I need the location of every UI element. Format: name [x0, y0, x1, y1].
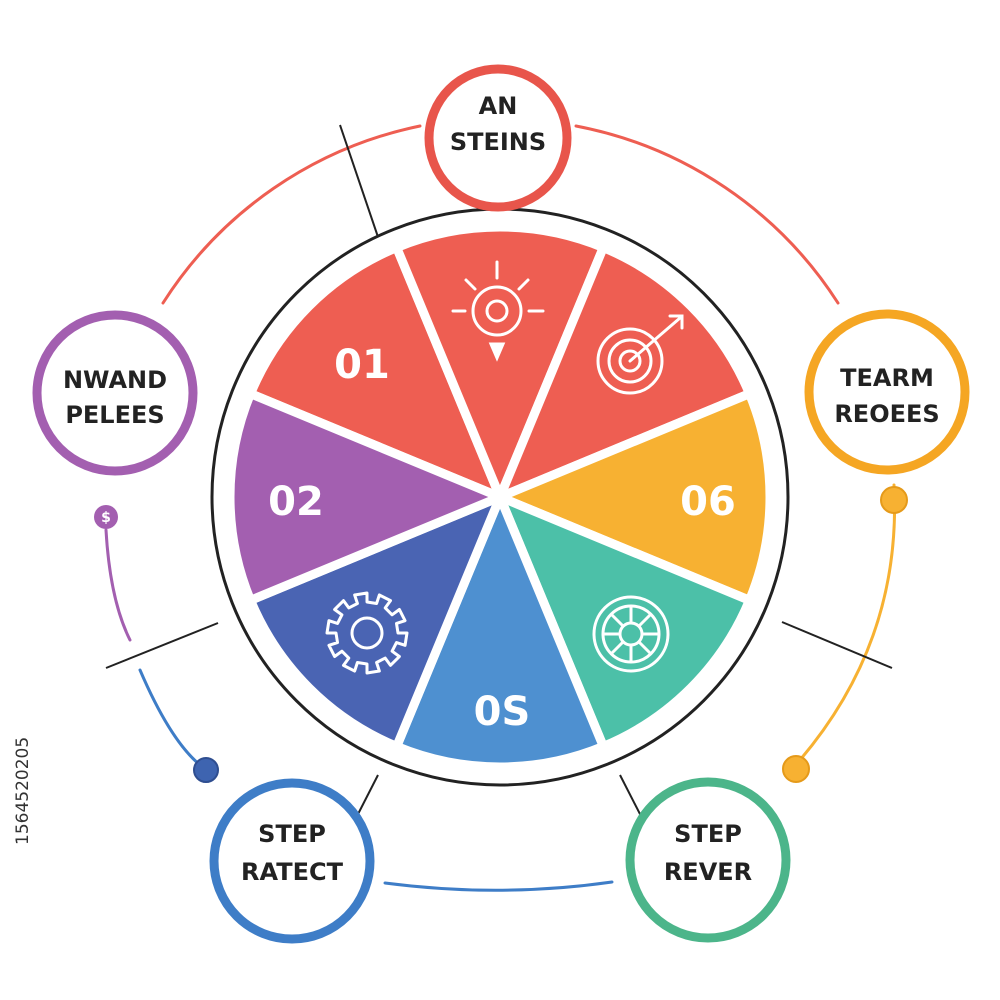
segment-number-06: 06: [680, 479, 736, 525]
bubble-bottom-right-ring: [625, 777, 791, 943]
gear-icon: [325, 591, 409, 675]
connector-dot-bottom-right: [782, 755, 810, 783]
bubble-bottom-right-line2: REVER: [664, 858, 752, 886]
divider-tick-1: [339, 124, 379, 238]
bubble-bottom-left: STEP RATECT: [209, 778, 375, 944]
connector-dot-right: [880, 486, 908, 514]
target-icon: [596, 314, 684, 395]
bubble-right-line1: TEARM: [840, 364, 934, 392]
connector-arc-5: [138, 668, 202, 767]
bubble-left-line1: NWAND: [63, 366, 167, 394]
bubble-bottom-left-line2: RATECT: [241, 858, 344, 886]
wheel-seg-target: [495, 243, 754, 502]
wheel-seg-05: [392, 492, 608, 772]
connector-dot-bottom-left: [193, 757, 219, 783]
bubble-left-line2: PELEES: [65, 401, 164, 429]
connector-arc-6: [383, 880, 614, 892]
segment-number-01: 01: [334, 342, 390, 388]
wheel-seg-wheel: [495, 492, 754, 751]
bubble-left: NWAND PELEES: [32, 310, 198, 476]
sun-icon: [451, 260, 545, 362]
bubble-right-line2: REOEES: [834, 400, 939, 428]
segment-number-05: 0S: [474, 689, 531, 735]
wheel-seg-02: [225, 389, 505, 605]
bubble-bottom-right-line1: STEP: [674, 820, 742, 848]
divider-tick-2: [105, 622, 219, 669]
bubble-bottom-left-ring: [209, 778, 375, 944]
wheel-icon: [592, 595, 670, 673]
bubble-right-ring: [804, 309, 970, 475]
divider-tick-5: [619, 774, 643, 819]
segment-number-02: 02: [268, 479, 324, 525]
bubble-top-line2: STEINS: [450, 128, 546, 156]
stock-id-text: 1564520205: [13, 737, 33, 845]
wheel-seg-01: [246, 243, 505, 502]
connector-arc-4: [104, 528, 132, 642]
bubble-bottom-right: STEP REVER: [625, 777, 791, 943]
bubble-top-ring: [424, 64, 572, 212]
divider-tick-3: [781, 621, 893, 669]
connector-arc-1: [161, 124, 422, 305]
dollar-marker: $: [94, 505, 118, 529]
bubble-top: AN STEINS: [424, 64, 572, 212]
wheel-seg-06: [495, 389, 775, 605]
divider-tick-4: [354, 774, 379, 821]
wheel: [105, 124, 893, 821]
wheel-seg-sun: [392, 222, 608, 502]
bubble-right: TEARM REOEES: [804, 309, 970, 475]
bubble-left-ring: [32, 310, 198, 476]
dollar-icon: $: [101, 510, 111, 526]
connector-arc-2: [574, 124, 840, 305]
bubble-bottom-left-line1: STEP: [258, 820, 326, 848]
bubble-top-line1: AN: [479, 92, 518, 120]
connector-arcs: [104, 124, 897, 892]
connector-arc-3: [798, 483, 897, 762]
